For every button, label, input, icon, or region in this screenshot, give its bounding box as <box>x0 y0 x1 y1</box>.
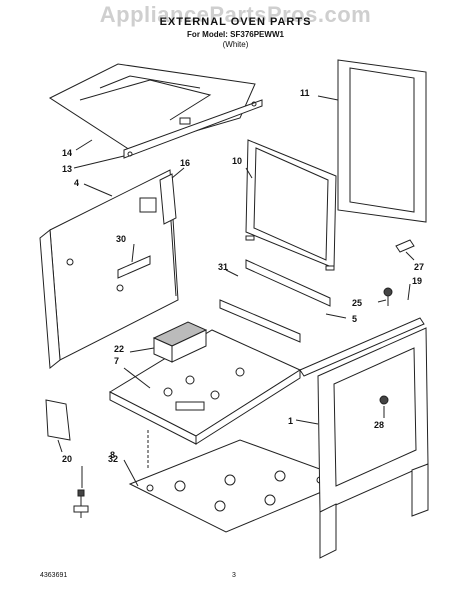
part-20-bracket <box>45 399 71 441</box>
part-16-bracket <box>159 173 177 225</box>
part-25-hinge <box>383 287 393 306</box>
part-5-trim <box>219 299 301 343</box>
watermark: AppliancePartsPros.com <box>99 2 372 27</box>
callout-31: 31 <box>218 262 228 272</box>
callout-13: 13 <box>62 164 72 174</box>
model-line: For Model: SF376PEWW1 <box>187 30 284 39</box>
part-31-trim <box>245 259 331 307</box>
part-19-strip <box>299 317 425 377</box>
part-28-latch <box>379 395 389 405</box>
callout-10: 10 <box>232 156 242 166</box>
callout-5: 5 <box>352 314 357 324</box>
callout-32: 32 <box>108 454 118 464</box>
part-14-top-cover <box>48 63 256 151</box>
callout-11: 11 <box>300 88 310 98</box>
part-1-door-assembly <box>317 327 429 559</box>
callout-20: 20 <box>62 454 72 464</box>
callout-16: 16 <box>180 158 190 168</box>
leader-lines <box>57 95 415 488</box>
callout-8: 8 <box>110 450 115 460</box>
part-22-vent-box <box>152 321 208 363</box>
document-number: 4363691 <box>40 572 68 579</box>
part-4-side-panel <box>39 169 179 369</box>
part-11-door-frame <box>337 59 427 223</box>
part-8-bottom-plate <box>128 439 352 533</box>
part-13-rail <box>123 99 263 159</box>
part-10-door-panel <box>245 139 337 271</box>
callout-1: 1 <box>288 416 293 426</box>
callout-22: 22 <box>114 344 124 354</box>
part-32-screw <box>73 489 89 518</box>
part-30-bracket <box>117 255 151 279</box>
callout-4: 4 <box>74 178 79 188</box>
callout-28: 28 <box>374 420 384 430</box>
callout-7: 7 <box>114 356 119 366</box>
page-number: 3 <box>232 572 236 579</box>
callout-30: 30 <box>116 234 126 244</box>
callout-27: 27 <box>414 262 424 272</box>
callout-14: 14 <box>62 148 72 158</box>
part-27-clip <box>395 239 415 253</box>
callout-19: 19 <box>412 276 422 286</box>
callout-labels: 14 13 4 16 30 22 7 20 32 8 11 10 31 27 1… <box>62 88 424 464</box>
callout-25: 25 <box>352 298 362 308</box>
color-line: (White) <box>222 40 249 49</box>
diagram-title: EXTERNAL OVEN PARTS <box>159 16 312 28</box>
part-7-bottom-pan <box>108 329 302 445</box>
